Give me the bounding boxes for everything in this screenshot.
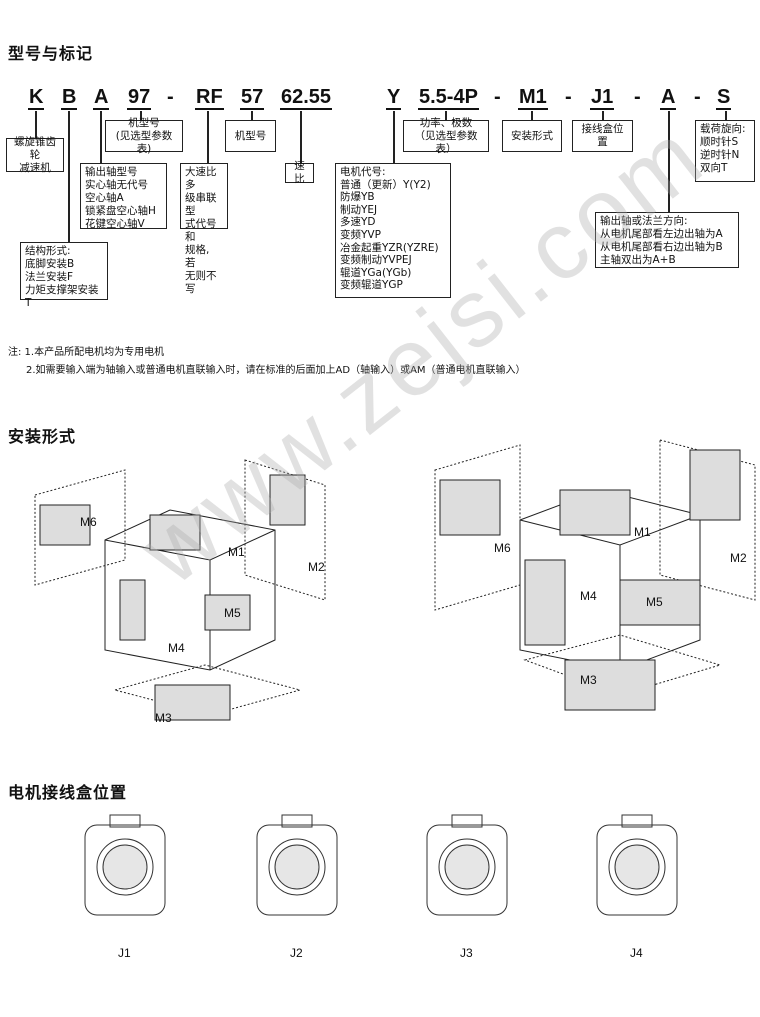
connector-line (207, 111, 209, 163)
mount-label-m6: M6 (80, 515, 97, 529)
box-motor: 电机代号: 普通（更新）Y(Y2) 防爆YB 制动YEJ 多速YD 变频YVP … (335, 163, 451, 298)
junction-box-drawings (84, 814, 678, 916)
box-jbox: 接线盒位置 (572, 120, 633, 152)
box-structure: 结构形式: 底脚安装B 法兰安装F 力矩支撑架安装T (20, 242, 108, 309)
section-title-junction: 电机接线盒位置 (8, 783, 128, 802)
code-m: M1 (518, 86, 548, 110)
mount-label-m2: M2 (308, 560, 325, 574)
code-b: B (61, 86, 78, 110)
mount-label-m5: M5 (646, 595, 663, 609)
connector-line (393, 111, 395, 163)
code-size: 97 (127, 86, 152, 110)
junction-label-j3: J3 (460, 946, 473, 960)
mount-label-m1: M1 (634, 525, 651, 539)
mounting-cube-right (434, 439, 756, 711)
code-a: A (93, 86, 110, 110)
connector-line (300, 111, 302, 163)
connector-line (725, 111, 727, 120)
box-reducer: 螺旋锥齿轮 减速机 (6, 136, 64, 174)
mount-label-m4: M4 (580, 589, 597, 603)
code-dash: - (494, 86, 501, 108)
section-title-model: 型号与标记 (8, 44, 94, 63)
box-multistage: 大速比多 级串联型 式代号和 规格, 若 无则不写 (180, 163, 228, 295)
code-s: S (716, 86, 732, 110)
code-ratio: 62.55 (280, 86, 333, 110)
box-rotation: 载荷旋向: 顺时针S 逆时针N 双向T (695, 120, 755, 182)
note-1: 注: 1.本产品所配电机均为专用电机 (8, 347, 165, 358)
box-power: 功率、极数 （见选型参数表） (403, 117, 489, 155)
code-y: Y (386, 86, 402, 110)
box-model2: 机型号 (225, 120, 276, 152)
code-power: 5.5-4P (418, 86, 479, 110)
code-rf: RF (195, 86, 224, 110)
junction-label-j2: J2 (290, 946, 303, 960)
box-output-shaft: 输出轴型号 实心轴无代号 空心轴A 锁紧盘空心轴H 花键空心轴V (80, 163, 167, 230)
box-model1: 机型号 (见选型参数表) (105, 117, 183, 155)
box-mount: 安装形式 (502, 120, 562, 152)
code-dir: A (660, 86, 677, 110)
connector-line (251, 111, 253, 120)
mount-label-m3: M3 (155, 711, 172, 725)
mount-label-m1: M1 (228, 545, 245, 559)
connector-line (100, 111, 102, 163)
code-dash: - (634, 86, 641, 108)
connector-line (35, 111, 37, 139)
connector-line (445, 111, 447, 120)
mount-label-m6: M6 (494, 541, 511, 555)
connector-line (531, 111, 533, 120)
code-j: J1 (590, 86, 615, 110)
box-shaft-direction: 输出轴或法兰方向: 从电机尾部看左边出轴为A 从电机尾部看右边出轴为B 主轴双出… (595, 212, 739, 268)
junction-label-j4: J4 (630, 946, 643, 960)
code-size2: 57 (240, 86, 265, 110)
connector-line (68, 111, 70, 242)
code-dash: - (565, 86, 572, 108)
code-dash: - (694, 86, 701, 108)
mount-label-m5: M5 (224, 606, 241, 620)
code-k: K (28, 86, 45, 110)
note-2: 2.如需要输入端为轴输入或普通电机直联输入时，请在标准的后面加上AD（轴输入）或… (26, 365, 526, 376)
mount-label-m2: M2 (730, 551, 747, 565)
code-dash: - (167, 86, 174, 108)
connector-line (140, 111, 142, 120)
section-title-install: 安装形式 (8, 427, 77, 446)
mount-label-m4: M4 (168, 641, 185, 655)
mounting-cube-left (34, 459, 326, 721)
mount-label-m3: M3 (580, 673, 597, 687)
box-ratio: 速比 (285, 160, 314, 185)
connector-line (668, 111, 670, 212)
junction-label-j1: J1 (118, 946, 131, 960)
connector-line (602, 111, 604, 120)
